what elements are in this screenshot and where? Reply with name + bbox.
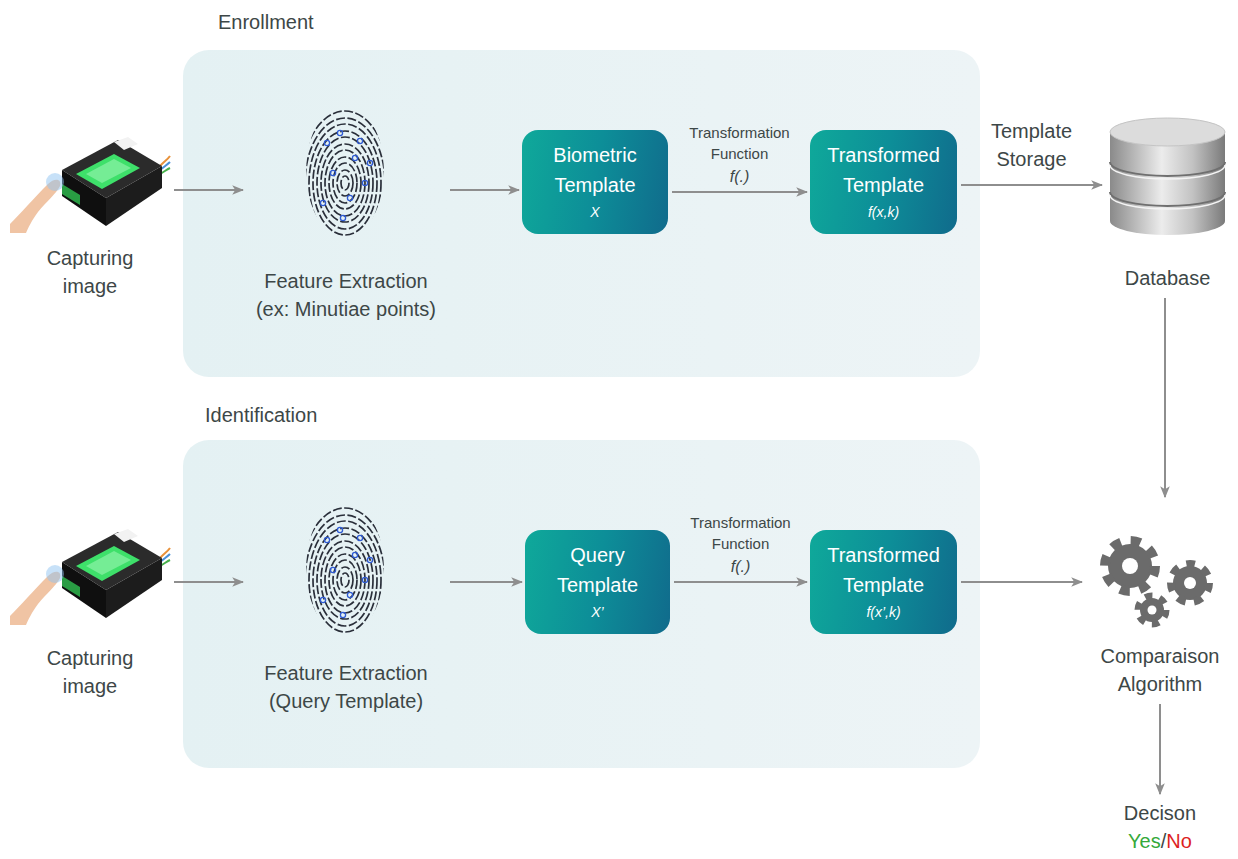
text-row: Database — [1125, 264, 1211, 292]
text-row: Identification — [205, 401, 317, 429]
text-row: X’ — [591, 601, 603, 623]
stage-panel: Feature Extraction (Query Template) Query… — [183, 440, 980, 768]
node-text: / — [1161, 830, 1167, 852]
text-row: Transformed Template — [818, 141, 949, 201]
decision-output: DecisonYes/No — [1095, 797, 1225, 857]
text-row: X — [590, 201, 599, 223]
text-row: f(x’,k) — [866, 601, 900, 623]
comparison-algorithm: Comparaison Algorithm — [1085, 500, 1235, 700]
node-text: Database — [1125, 267, 1211, 289]
text-row: Transformed Template — [818, 541, 949, 601]
node-text: Feature Extraction (Query Template) — [264, 662, 427, 712]
template-box: Transformed Template f(x’,k) — [810, 530, 957, 634]
database-top — [1110, 118, 1225, 146]
flow-arrow — [174, 189, 243, 191]
text-row: Decison — [1124, 799, 1196, 827]
gear-body — [1108, 544, 1152, 588]
flow-arrow — [450, 189, 519, 191]
node-text: Comparaison Algorithm — [1101, 645, 1220, 695]
database-band — [1110, 162, 1225, 176]
text-row: Biometric Template — [530, 141, 660, 201]
edge-label: Transformation Function — [678, 512, 804, 554]
text-row: Feature Extraction (Query Template) — [251, 659, 441, 715]
panel-heading: Enrollment — [218, 11, 314, 33]
node-text: X — [590, 204, 599, 220]
stage-panel: Feature Extraction (ex: Minutiae points)… — [183, 50, 980, 377]
database-band — [1110, 195, 1225, 209]
capture-device: Capturing image — [10, 125, 170, 302]
gears-icon — [1105, 541, 1209, 624]
feature-extraction: Feature Extraction (ex: Minutiae points) — [246, 100, 446, 325]
scanner-illustration — [10, 529, 170, 625]
gear-hole — [1122, 558, 1138, 574]
feature-extraction: Feature Extraction (Query Template) — [246, 495, 446, 717]
node-text: Feature Extraction (ex: Minutiae points) — [256, 270, 436, 320]
database-body — [1110, 132, 1225, 235]
flow-arrow — [961, 184, 1102, 186]
flow-arrow — [174, 581, 243, 583]
text-row: Comparaison Algorithm — [1089, 642, 1231, 698]
flow-arrow — [1159, 704, 1161, 794]
text-row: Feature Extraction (ex: Minutiae points) — [251, 267, 441, 323]
flow-arrow — [1164, 298, 1166, 497]
flow-arrow — [450, 581, 522, 583]
node-text: Decison — [1124, 802, 1196, 824]
gear-teeth — [1138, 596, 1166, 624]
flow-arrow — [674, 581, 807, 583]
database-band — [1110, 192, 1225, 206]
template-box: Biometric TemplateX — [522, 130, 668, 234]
panel-heading: Identification — [205, 404, 317, 426]
flow-arrow — [961, 581, 1082, 583]
node-text: Biometric Template — [553, 144, 636, 196]
text-row: f(x,k) — [868, 201, 899, 223]
database-icon — [1110, 118, 1225, 235]
gear-hole — [1184, 577, 1196, 589]
node-text: Transformed Template — [827, 144, 940, 196]
text-row: Capturing image — [34, 244, 146, 300]
template-box: Query TemplateX’ — [525, 530, 670, 634]
text-row: Query Template — [533, 541, 662, 601]
gear-hole — [1148, 606, 1157, 615]
gear-teeth — [1171, 564, 1209, 602]
node-text: f(x,k) — [868, 204, 899, 220]
template-box: Transformed Template f(x,k) — [810, 130, 957, 234]
text-row: Enrollment — [218, 8, 314, 36]
flow-arrow — [672, 191, 807, 193]
node-text: Query Template — [557, 544, 638, 596]
database-band — [1110, 165, 1225, 179]
function-symbol: f(.) — [731, 558, 751, 576]
node-text: f(x’,k) — [866, 604, 900, 620]
node-text: Capturing image — [47, 647, 134, 697]
node-text: X’ — [591, 604, 603, 620]
node-text: Yes — [1128, 830, 1161, 852]
edge-label: Transformation Function — [677, 122, 803, 164]
function-symbol: f(.) — [730, 168, 750, 186]
scanner-illustration — [10, 137, 170, 233]
database-node: Database — [1105, 112, 1230, 294]
node-text: Transformed Template — [827, 544, 940, 596]
node-text: No — [1166, 830, 1192, 852]
edge-label: Template Storage — [982, 117, 1082, 173]
node-text: Capturing image — [47, 247, 134, 297]
capture-device: Capturing image — [10, 520, 170, 702]
gear-teeth — [1105, 541, 1155, 591]
text-row: Yes/No — [1128, 827, 1192, 855]
text-row: Capturing image — [34, 644, 146, 700]
